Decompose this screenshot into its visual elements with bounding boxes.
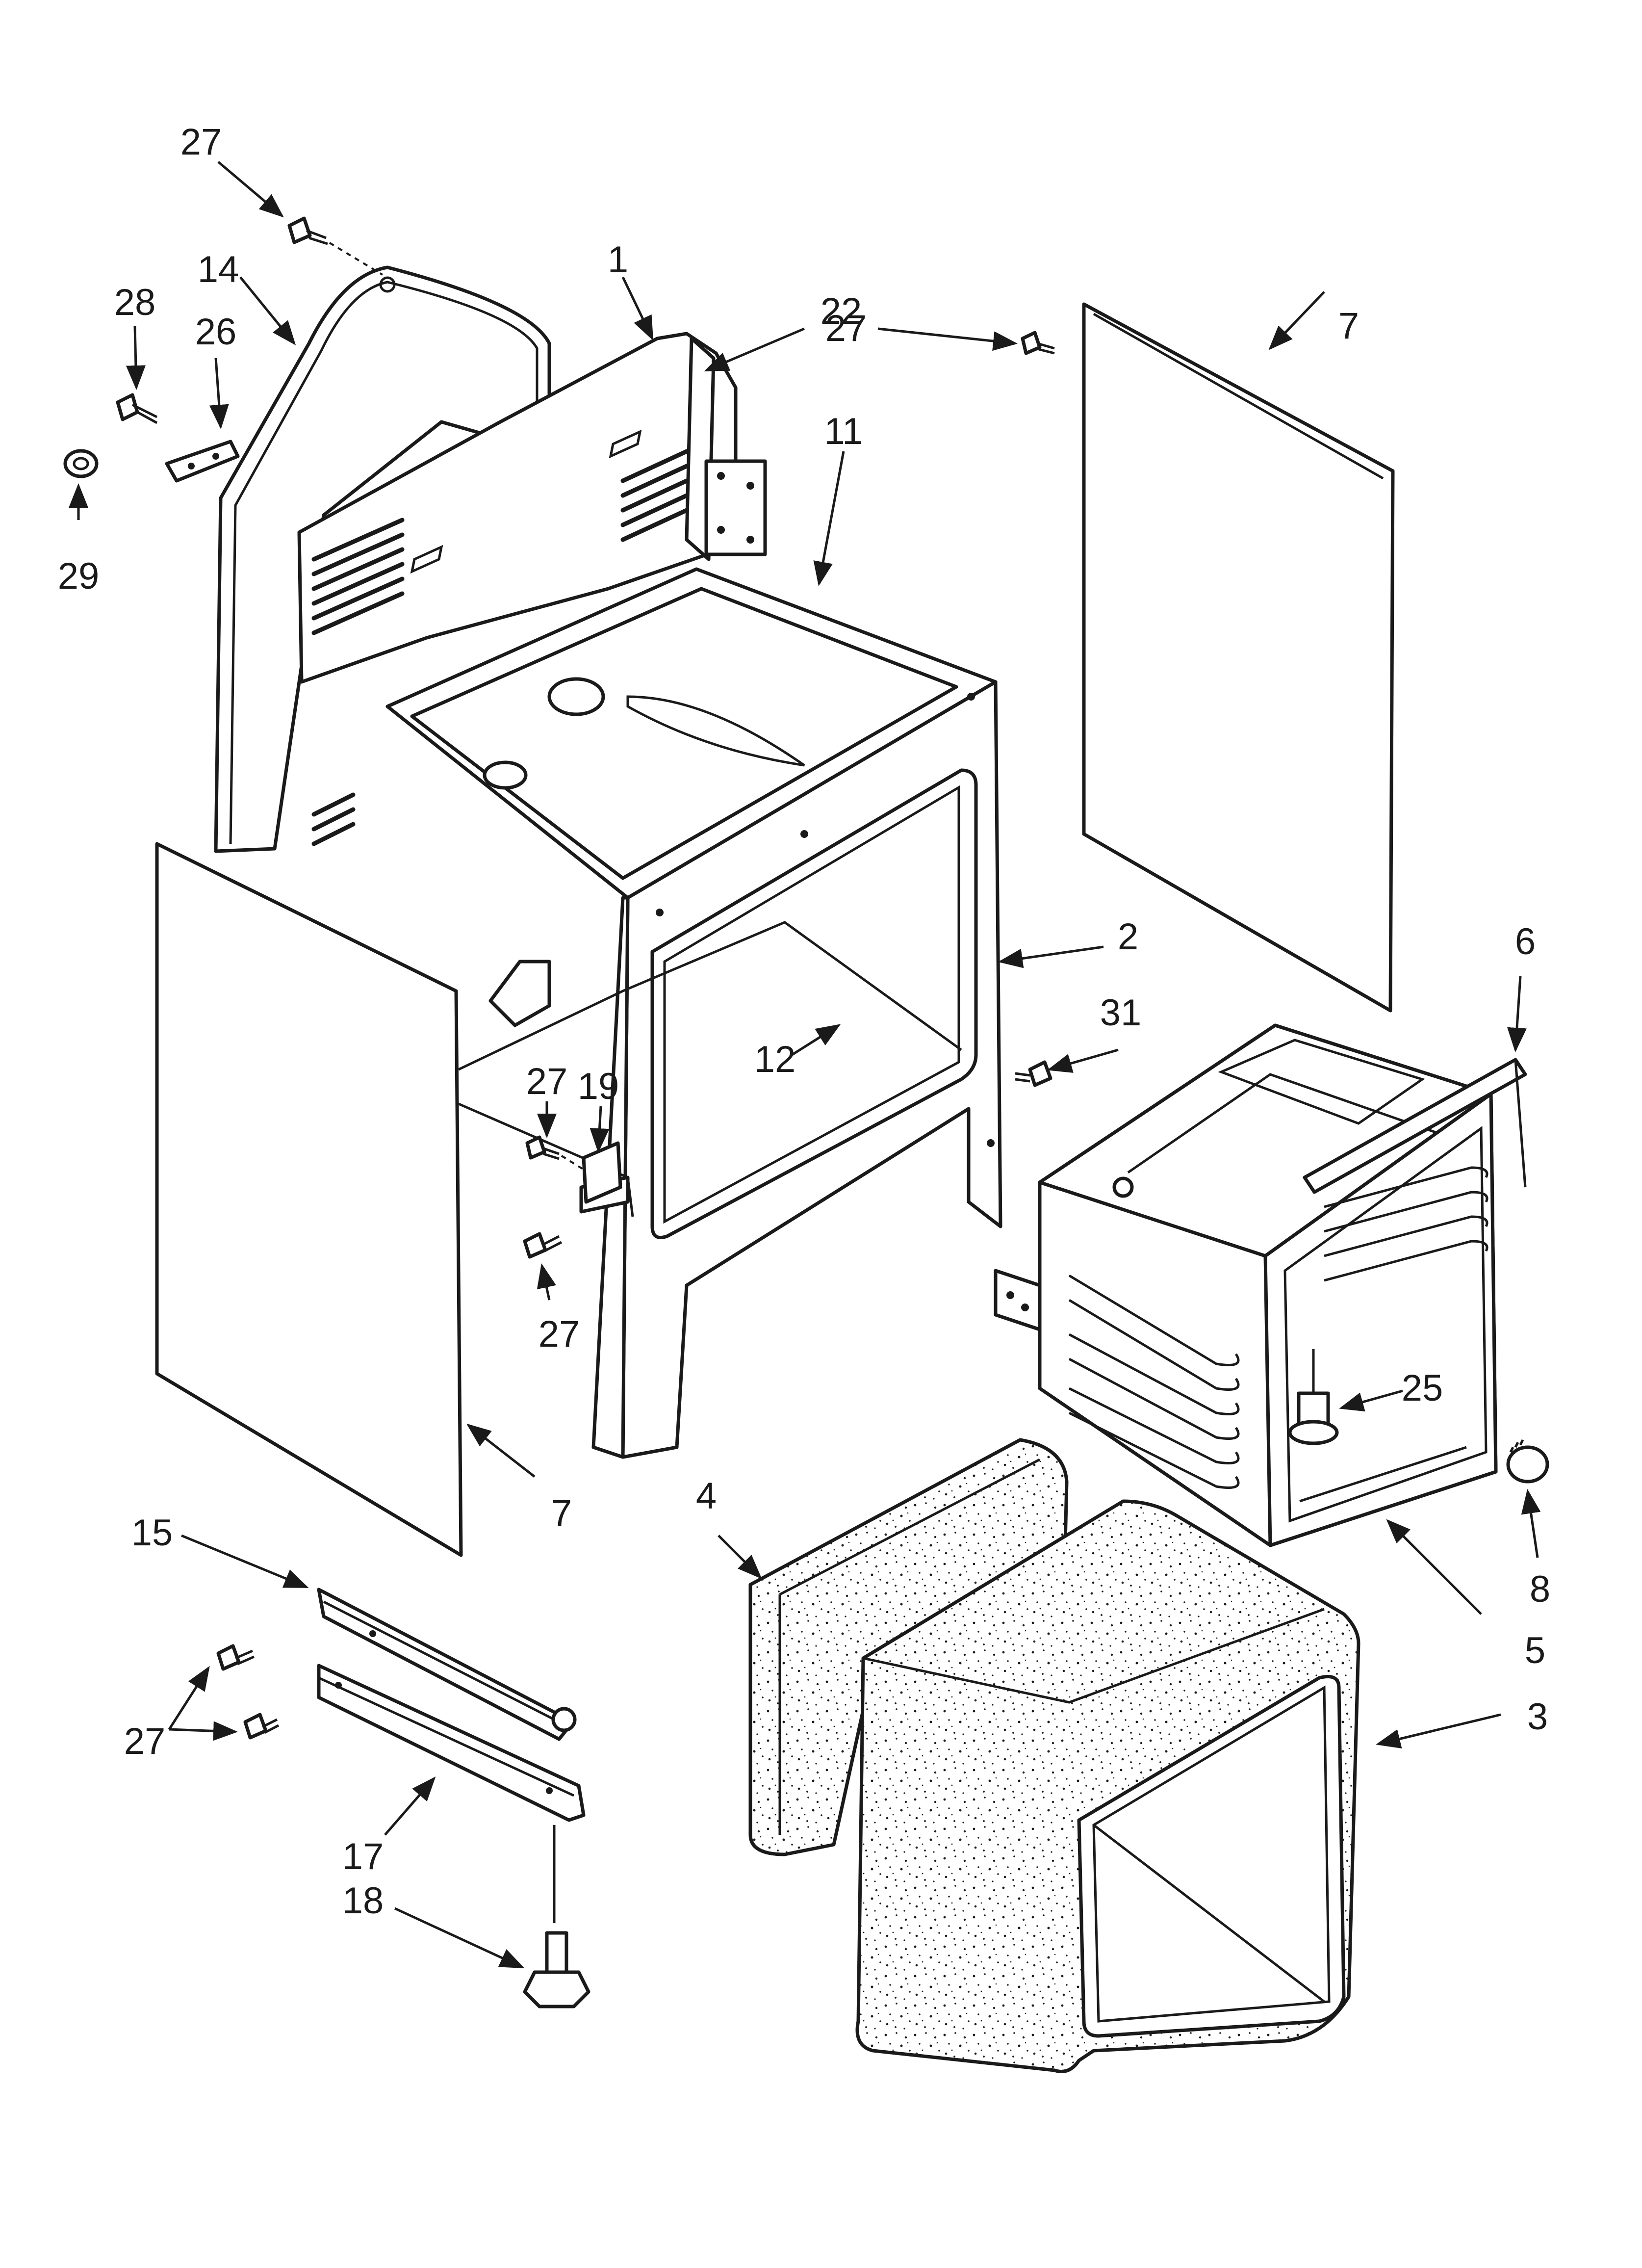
light-socket-part-8 — [1506, 1439, 1549, 1484]
callout-25: 25 — [1402, 1367, 1443, 1409]
rear-panel-part-14 — [214, 265, 551, 853]
rail-part-17 — [317, 1664, 586, 1923]
rack-supports — [1068, 1166, 1488, 1489]
callout-3: 3 — [1527, 1696, 1548, 1738]
callout-27-right: 27 — [825, 308, 867, 349]
callout-26: 26 — [195, 311, 237, 353]
callout-27-low: 27 — [539, 1313, 580, 1355]
screw-part-27-rail-b — [243, 1713, 280, 1740]
callout-28: 28 — [114, 282, 156, 323]
screw-part-27-mid — [525, 1135, 590, 1173]
callout-7-bottom: 7 — [551, 1492, 572, 1534]
callout-17: 17 — [342, 1836, 384, 1877]
screw-part-27-top — [287, 216, 384, 276]
callout-5: 5 — [1525, 1630, 1545, 1671]
callout-labels: 27 14 28 26 29 1 22 27 11 7 2 6 31 12 27… — [58, 121, 1550, 1922]
callout-2: 2 — [1118, 916, 1138, 958]
oven-liner-part-5 — [994, 1023, 1498, 1547]
screw-part-28 — [116, 393, 158, 424]
callout-27-top: 27 — [180, 121, 222, 163]
callout-31: 31 — [1100, 992, 1142, 1034]
side-panel-right-part-7 — [1082, 302, 1395, 1013]
callout-11: 11 — [824, 411, 863, 452]
callout-7-top: 7 — [1338, 305, 1359, 347]
callout-8: 8 — [1530, 1568, 1550, 1610]
cabinet-frame-part-2 — [385, 567, 1002, 1459]
bake-element-terminal-part-25 — [1288, 1349, 1339, 1445]
nut-part-29 — [63, 449, 99, 478]
bracket-part-26 — [165, 440, 240, 483]
insulation-part-3 — [855, 1499, 1360, 2073]
callout-1: 1 — [608, 239, 628, 281]
callout-18: 18 — [342, 1880, 384, 1922]
callout-14: 14 — [198, 249, 239, 290]
callout-22: 22 — [821, 290, 862, 332]
callout-19: 19 — [578, 1066, 619, 1107]
rail-part-15 — [317, 1588, 577, 1741]
callout-15: 15 — [131, 1512, 173, 1554]
callout-6: 6 — [1515, 921, 1536, 963]
callout-27-rails: 27 — [124, 1721, 166, 1762]
leveling-leg-part-18 — [523, 1931, 590, 2008]
callout-12: 12 — [754, 1039, 796, 1080]
screw-part-27-low — [523, 1232, 563, 1259]
screw-part-31 — [1015, 1060, 1052, 1087]
callout-leaders — [69, 161, 1541, 1969]
oven-rack-part-6 — [1303, 1058, 1527, 1194]
screw-part-27-rail-a — [216, 1644, 255, 1671]
screw-part-27-right — [1021, 331, 1055, 355]
vent-slots-rear — [311, 449, 689, 846]
callout-27-mid: 27 — [526, 1061, 568, 1102]
callout-29: 29 — [58, 555, 100, 597]
side-panel-left-part-7 — [155, 842, 463, 1557]
callout-4: 4 — [696, 1475, 717, 1517]
